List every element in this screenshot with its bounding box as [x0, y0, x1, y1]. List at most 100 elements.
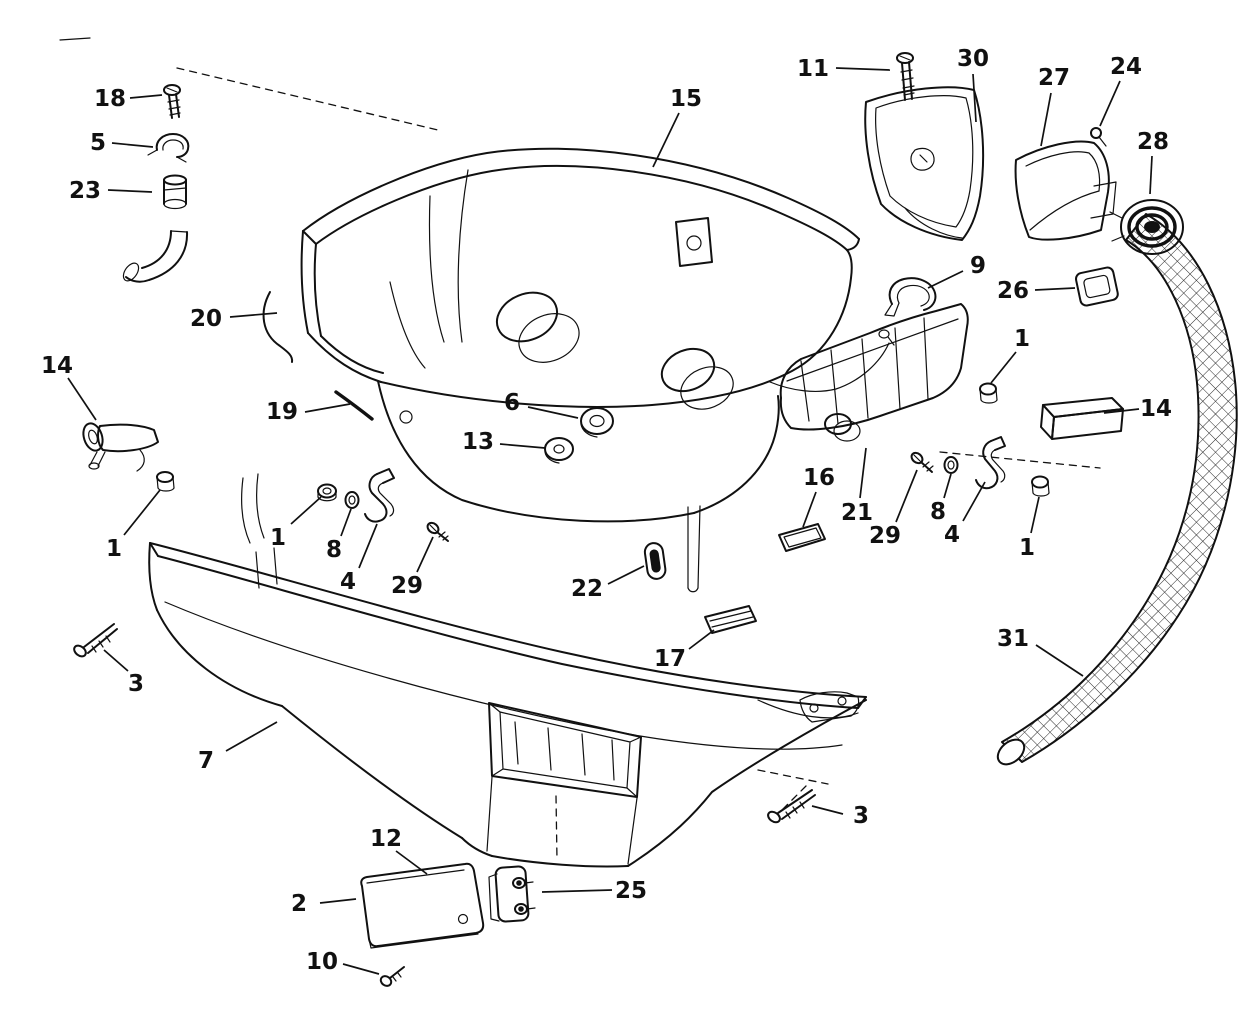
leader-line-8-11 — [340, 508, 352, 537]
leader-line-12-18 — [395, 850, 428, 875]
leader-line-1-37 — [1030, 496, 1040, 534]
callout-22-14: 22 — [571, 576, 603, 602]
leader-line-15-6 — [652, 112, 680, 168]
part-hose-31 — [996, 213, 1238, 766]
part-bellows-28 — [1109, 199, 1184, 255]
callout-30-24: 30 — [957, 46, 989, 72]
part-pad-16 — [778, 523, 826, 552]
part-ring-8-left — [344, 491, 360, 509]
part-screw-29-left — [426, 521, 449, 542]
part-clamp-5 — [147, 133, 190, 163]
part-grommet-6 — [580, 407, 614, 438]
part-bracket-12 — [488, 865, 536, 923]
leader-line-8-35 — [943, 473, 952, 499]
part-plate-2 — [360, 862, 485, 949]
construction-lines — [176, 67, 1101, 861]
leader-line-1-30 — [990, 351, 1017, 384]
callout-13-8: 13 — [462, 429, 494, 455]
callout-2-19: 2 — [291, 891, 307, 917]
part-bushing-1-left — [156, 471, 175, 492]
leader-line-16-32 — [802, 491, 817, 528]
part-support-panel-30 — [864, 86, 985, 241]
part-screw-3-right — [767, 789, 816, 824]
leader-line-1-9 — [123, 489, 161, 536]
callout-16-32: 16 — [803, 465, 835, 491]
leader-line-19-5 — [304, 403, 351, 413]
leader-line-3-16 — [103, 649, 129, 672]
leader-line-13-8 — [499, 443, 546, 449]
callout-20-3: 20 — [190, 306, 222, 332]
callout-29-13: 29 — [391, 573, 423, 599]
leader-line-4-12 — [358, 523, 378, 569]
part-keeper-4-left — [364, 468, 395, 523]
corner-mark — [59, 37, 91, 41]
callout-12-18: 12 — [370, 826, 402, 852]
leader-line-29-34 — [895, 469, 918, 523]
callout-4-36: 4 — [944, 522, 960, 548]
leader-line-24-26 — [1099, 80, 1121, 127]
part-rivet-24 — [1090, 127, 1107, 147]
callout-14-31: 14 — [1140, 396, 1172, 422]
part-screw-3-left — [73, 623, 118, 658]
leader-line-23-2 — [107, 189, 153, 193]
callout-29-34: 29 — [869, 523, 901, 549]
part-screw-29-right — [910, 451, 934, 473]
leader-line-10-20 — [342, 963, 380, 975]
callout-8-35: 8 — [930, 499, 946, 525]
callout-24-26: 24 — [1110, 54, 1142, 80]
callout-25-21: 25 — [615, 878, 647, 904]
diagram-artwork — [59, 37, 1238, 987]
leader-line-29-13 — [416, 536, 434, 573]
callout-26-29: 26 — [997, 278, 1029, 304]
part-screw-11 — [896, 52, 915, 101]
leader-line-20-3 — [229, 312, 278, 318]
leader-line-17-15 — [688, 629, 715, 650]
part-gasket-26 — [1074, 266, 1119, 307]
part-lower-cover-7 — [148, 473, 867, 868]
callout-27-25: 27 — [1038, 65, 1070, 91]
callout-11-23: 11 — [797, 56, 829, 82]
callout-6-7: 6 — [504, 390, 520, 416]
part-handle-14-right — [1040, 397, 1124, 440]
callout-8-11: 8 — [326, 537, 342, 563]
callout-21-33: 21 — [841, 500, 873, 526]
leader-line-28-27 — [1149, 155, 1153, 195]
callout-18-0: 18 — [94, 86, 126, 112]
callout-17-15: 17 — [654, 646, 686, 672]
callout-1-9: 1 — [106, 536, 122, 562]
leader-line-9-28 — [927, 270, 964, 289]
part-bushing-1-upper-right — [979, 382, 998, 404]
part-slot-insert-22 — [643, 542, 667, 580]
callout-1-10: 1 — [270, 525, 286, 551]
part-keeper-4-right — [975, 436, 1006, 490]
leader-line-14-31 — [1103, 408, 1140, 414]
leader-line-3-22 — [811, 805, 844, 815]
leader-line-1-10 — [290, 496, 322, 525]
callout-4-12: 4 — [340, 569, 356, 595]
leader-line-4-36 — [962, 481, 986, 522]
part-mount-bracket-21 — [779, 303, 969, 442]
part-screw-10 — [379, 966, 405, 987]
leader-line-14-4 — [67, 377, 97, 421]
part-ring-8-right — [943, 456, 959, 474]
callout-1-37: 1 — [1019, 535, 1035, 561]
callout-5-1: 5 — [90, 130, 106, 156]
callout-3-16: 3 — [128, 671, 144, 697]
leader-line-22-14 — [607, 565, 645, 585]
part-wire-20 — [262, 291, 294, 363]
leader-line-21-33 — [859, 447, 867, 499]
part-latch-handle-14-left — [82, 422, 159, 472]
part-fitting-23 — [122, 174, 189, 283]
callout-23-2: 23 — [69, 178, 101, 204]
leader-line-31-38 — [1035, 644, 1084, 677]
part-upper-cowl-15 — [300, 147, 890, 593]
part-vent-17 — [704, 605, 757, 634]
part-grommet-13 — [544, 437, 574, 464]
callout-10-20: 10 — [306, 949, 338, 975]
callout-7-17: 7 — [198, 748, 214, 774]
leader-line-5-1 — [111, 142, 154, 148]
part-screw-18 — [163, 84, 181, 119]
